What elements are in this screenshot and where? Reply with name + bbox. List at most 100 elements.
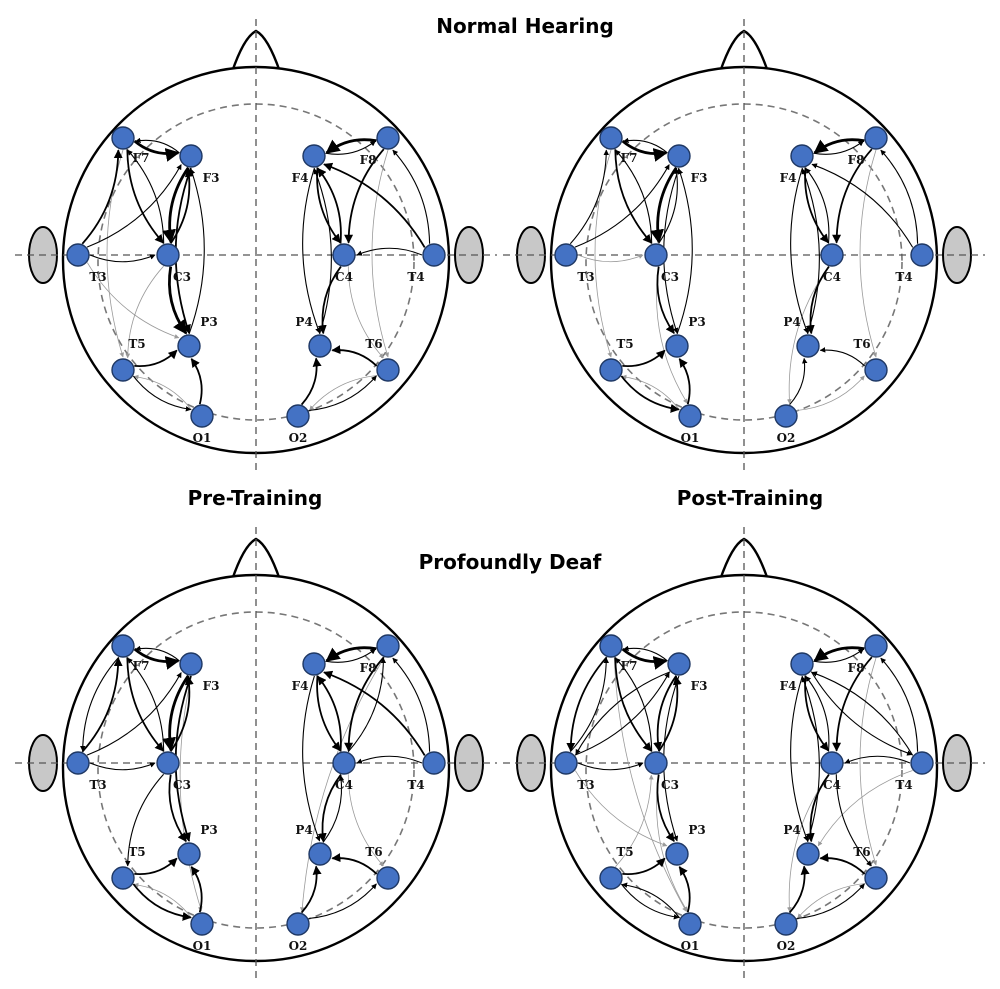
electrode-label-t4: T4 [407, 270, 424, 284]
title-normal-hearing: Normal Hearing [436, 14, 614, 38]
edge-F8-to-F4 [813, 646, 865, 663]
edge-T3-to-F7 [569, 657, 610, 753]
electrode-label-p4: P4 [783, 315, 800, 329]
electrode-label-f3: F3 [203, 679, 220, 693]
electrode-node-f3 [179, 652, 203, 676]
electrode-node-t6 [864, 358, 888, 382]
electrode-label-p3: P3 [200, 315, 217, 329]
electrode-node-c4 [820, 243, 844, 267]
edge-F8-to-C4 [344, 148, 385, 244]
edge-T4-to-P4 [817, 770, 913, 847]
electrode-label-t6: T6 [365, 337, 382, 351]
electrode-node-o1 [190, 404, 214, 428]
edge-T6-to-P4 [819, 853, 866, 875]
edge-F7-to-F3 [621, 648, 668, 670]
electrode-node-p4 [308, 842, 332, 866]
electrode-node-t5 [111, 866, 135, 890]
edge-F8-to-F4 [325, 138, 377, 155]
edge-F4-to-C4 [804, 167, 829, 244]
electrode-node-f7 [599, 126, 623, 150]
edge-F7-to-F3 [133, 140, 180, 162]
edge-T4-to-F4 [811, 163, 914, 248]
electrode-label-f7: F7 [133, 659, 150, 673]
electrode-node-f3 [667, 144, 691, 168]
electrode-label-p4: P4 [783, 823, 800, 837]
edge-F4-to-C4 [804, 675, 829, 752]
electrode-node-f7 [111, 126, 135, 150]
edge-F8-to-T6 [859, 657, 878, 866]
electrode-label-p3: P3 [688, 823, 705, 837]
electrode-node-o2 [286, 912, 310, 936]
edge-O2-to-P4 [788, 865, 810, 914]
edge-F4-to-P4 [302, 675, 321, 842]
label-pre-training: Pre-Training [187, 486, 323, 510]
edge-F8-to-C4 [344, 656, 385, 752]
electrode-node-t3 [66, 243, 90, 267]
edge-O1-to-P3 [678, 358, 691, 405]
electrode-label-o2: O2 [777, 431, 796, 445]
edge-T5-to-O1 [620, 375, 680, 413]
label-post-training: Post-Training [676, 486, 824, 510]
electrode-node-f7 [599, 634, 623, 658]
edge-F4-to-P4 [790, 675, 809, 842]
edge-P4-to-C4 [322, 775, 345, 843]
electrode-node-f3 [667, 652, 691, 676]
edge-F7-to-C3 [126, 657, 164, 752]
edge-P3-to-F3 [188, 168, 205, 335]
edge-P4-to-F4 [801, 676, 820, 843]
electrode-node-t5 [599, 866, 623, 890]
edge-T3-to-C3 [577, 762, 644, 771]
edge-T5-to-O1 [620, 883, 680, 920]
electrode-label-o1: O1 [193, 431, 212, 445]
electrode-node-t6 [864, 866, 888, 890]
edge-C3-to-P3 [656, 774, 675, 843]
edge-F7-to-F3 [133, 648, 180, 670]
connection-edges [566, 645, 919, 920]
electrode-node-p4 [796, 842, 820, 866]
edge-T3-to-F7 [81, 149, 123, 245]
edge-C3-to-P3 [167, 266, 188, 335]
edge-O2-to-P4 [300, 357, 322, 406]
electrode-label-o2: O2 [777, 939, 796, 953]
edge-T5-to-P3 [134, 857, 178, 876]
electrode-node-c3 [644, 751, 668, 775]
edge-T4-to-F4 [323, 670, 426, 756]
electrode-node-o2 [774, 404, 798, 428]
edge-C3-to-P3 [168, 774, 187, 843]
edge-F4-to-F8 [813, 140, 864, 155]
edge-O2-to-P4 [300, 865, 322, 914]
electrode-label-p4: P4 [295, 823, 312, 837]
edge-O2-to-P4 [789, 357, 808, 405]
electrode-label-t5: T5 [128, 337, 145, 351]
edge-T4-to-C4 [356, 247, 423, 256]
electrode-node-p3 [177, 842, 201, 866]
edge-C4-to-P4 [317, 266, 342, 335]
edge-T3-to-P3 [86, 262, 180, 339]
edge-F3-to-C3 [653, 675, 678, 752]
edge-C3-to-T5 [125, 265, 164, 359]
edge-O2-to-T6 [796, 375, 865, 411]
electrode-label-t4: T4 [895, 270, 912, 284]
electrode-label-c3: C3 [173, 270, 191, 284]
electrode-node-f8 [376, 634, 400, 658]
electrode-label-o1: O1 [681, 431, 700, 445]
edge-C3-to-T5 [125, 773, 165, 867]
edge-T6-to-O2 [309, 375, 378, 411]
electrode-label-t3: T3 [89, 778, 106, 792]
edge-F4-to-F8 [813, 648, 864, 663]
electrode-label-t4: T4 [407, 778, 424, 792]
edge-T4-to-F8 [880, 149, 919, 244]
electrode-node-o2 [286, 404, 310, 428]
electrode-label-c4: C4 [335, 270, 353, 284]
electrode-label-p3: P3 [200, 823, 217, 837]
edge-P4-to-F4 [801, 168, 820, 335]
electrode-node-o1 [190, 912, 214, 936]
edge-F3-to-C3 [162, 166, 190, 244]
electrode-node-f3 [179, 144, 203, 168]
electrode-node-p3 [665, 842, 689, 866]
edge-T3-to-C3 [89, 762, 156, 771]
electrode-label-c4: C4 [823, 270, 841, 284]
electrode-label-c3: C3 [173, 778, 191, 792]
